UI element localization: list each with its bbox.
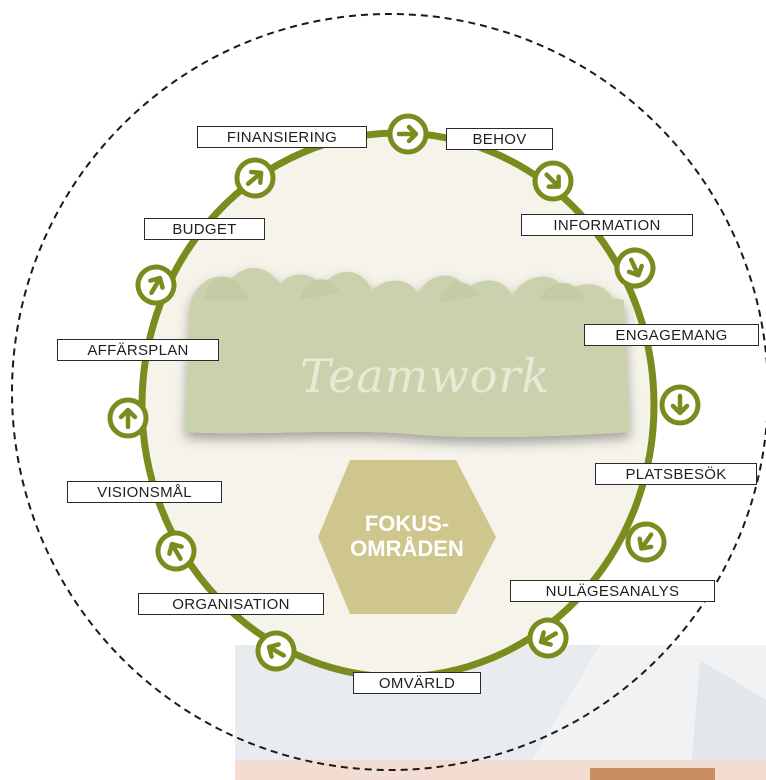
step-label-finansiering: FINANSIERING [197,126,367,148]
hexagon-label-line1: FOKUS- [365,511,449,536]
step-label-platsbesok: PLATSBESÖK [595,463,757,485]
step-text-engagemang: ENGAGEMANG [615,327,728,344]
team-silhouette [185,267,630,438]
step-text-information: INFORMATION [553,217,661,234]
teamwork-watermark: Teamwork [300,349,550,403]
step-label-omvarld: OMVÄRLD [353,672,481,694]
arrow-nodes [107,113,701,672]
arrow-icon [527,617,569,659]
step-text-behov: BEHOV [472,131,527,148]
step-label-behov: BEHOV [446,128,553,150]
step-label-engagemang: ENGAGEMANG [584,324,759,346]
arrow-icon [387,113,429,155]
arrow-icon [135,264,177,306]
step-label-budget: BUDGET [144,218,265,240]
arrow-icon [614,247,656,289]
arrow-icon [255,630,297,672]
arrow-icon [155,530,197,572]
step-text-nulagesanalys: NULÄGESANALYS [545,583,680,600]
arrow-icon [532,160,574,202]
step-text-omvarld: OMVÄRLD [378,675,456,692]
step-label-affarsplan: AFFÄRSPLAN [57,339,219,361]
arrow-icon [107,397,149,439]
step-text-organisation: ORGANISATION [172,596,290,613]
arrow-icon [625,521,667,563]
background-photo [235,645,766,780]
step-text-finansiering: FINANSIERING [226,129,338,146]
dashed-boundary [11,13,766,771]
step-text-budget: BUDGET [172,221,237,238]
focus-hexagon [318,460,496,614]
step-label-information: INFORMATION [521,214,693,236]
step-label-organisation: ORGANISATION [138,593,324,615]
arrow-icon [234,157,276,199]
hexagon-label-line2: OMRÅDEN [350,535,464,561]
step-label-visionsmal: VISIONSMÅL [67,481,222,503]
arrow-icon [659,384,701,426]
step-text-platsbesok: PLATSBESÖK [625,466,727,483]
step-label-nulagesanalys: NULÄGESANALYS [510,580,715,602]
step-text-affarsplan: AFFÄRSPLAN [87,342,189,359]
step-text-visionsmal: VISIONSMÅL [97,484,192,501]
